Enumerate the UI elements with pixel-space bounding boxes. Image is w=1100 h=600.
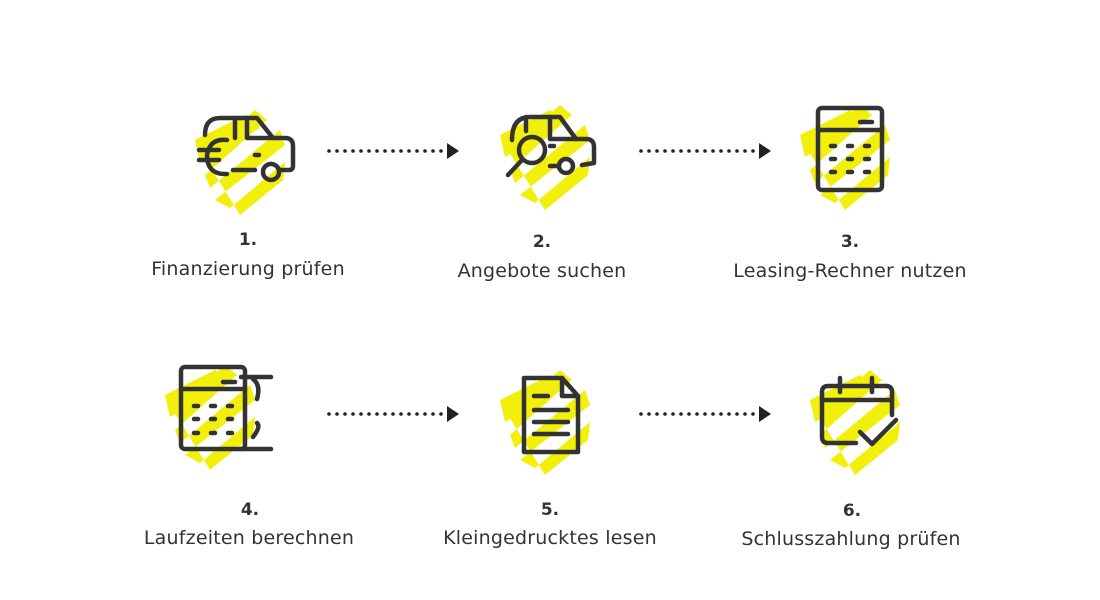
step-label: Angebote suchen xyxy=(457,260,627,282)
arrow-right-icon xyxy=(639,406,771,422)
step-number: 4. xyxy=(240,500,260,520)
step-number: 3. xyxy=(840,232,860,252)
step-label: Leasing-Rechner nutzen xyxy=(733,260,967,282)
step-number: 2. xyxy=(532,232,552,252)
step-label: Finanzierung prüfen xyxy=(151,258,345,280)
step-number: 6. xyxy=(842,501,862,521)
car-search-icon xyxy=(500,105,597,210)
calculator-duration-icon xyxy=(165,364,274,470)
arrow-right-icon xyxy=(639,143,771,159)
arrow-right-icon xyxy=(327,406,459,422)
step-number: 5. xyxy=(540,500,560,520)
car-euro-icon xyxy=(195,110,296,215)
document-icon xyxy=(500,370,590,475)
step-label: Kleingedrucktes lesen xyxy=(443,527,657,549)
step-label: Schlusszahlung prüfen xyxy=(741,528,961,550)
step-number: 1. xyxy=(238,230,258,250)
arrow-right-icon xyxy=(327,143,459,159)
calculator-icon xyxy=(800,105,890,210)
step-label: Laufzeiten berechnen xyxy=(143,527,355,549)
calendar-check-icon xyxy=(810,370,900,475)
